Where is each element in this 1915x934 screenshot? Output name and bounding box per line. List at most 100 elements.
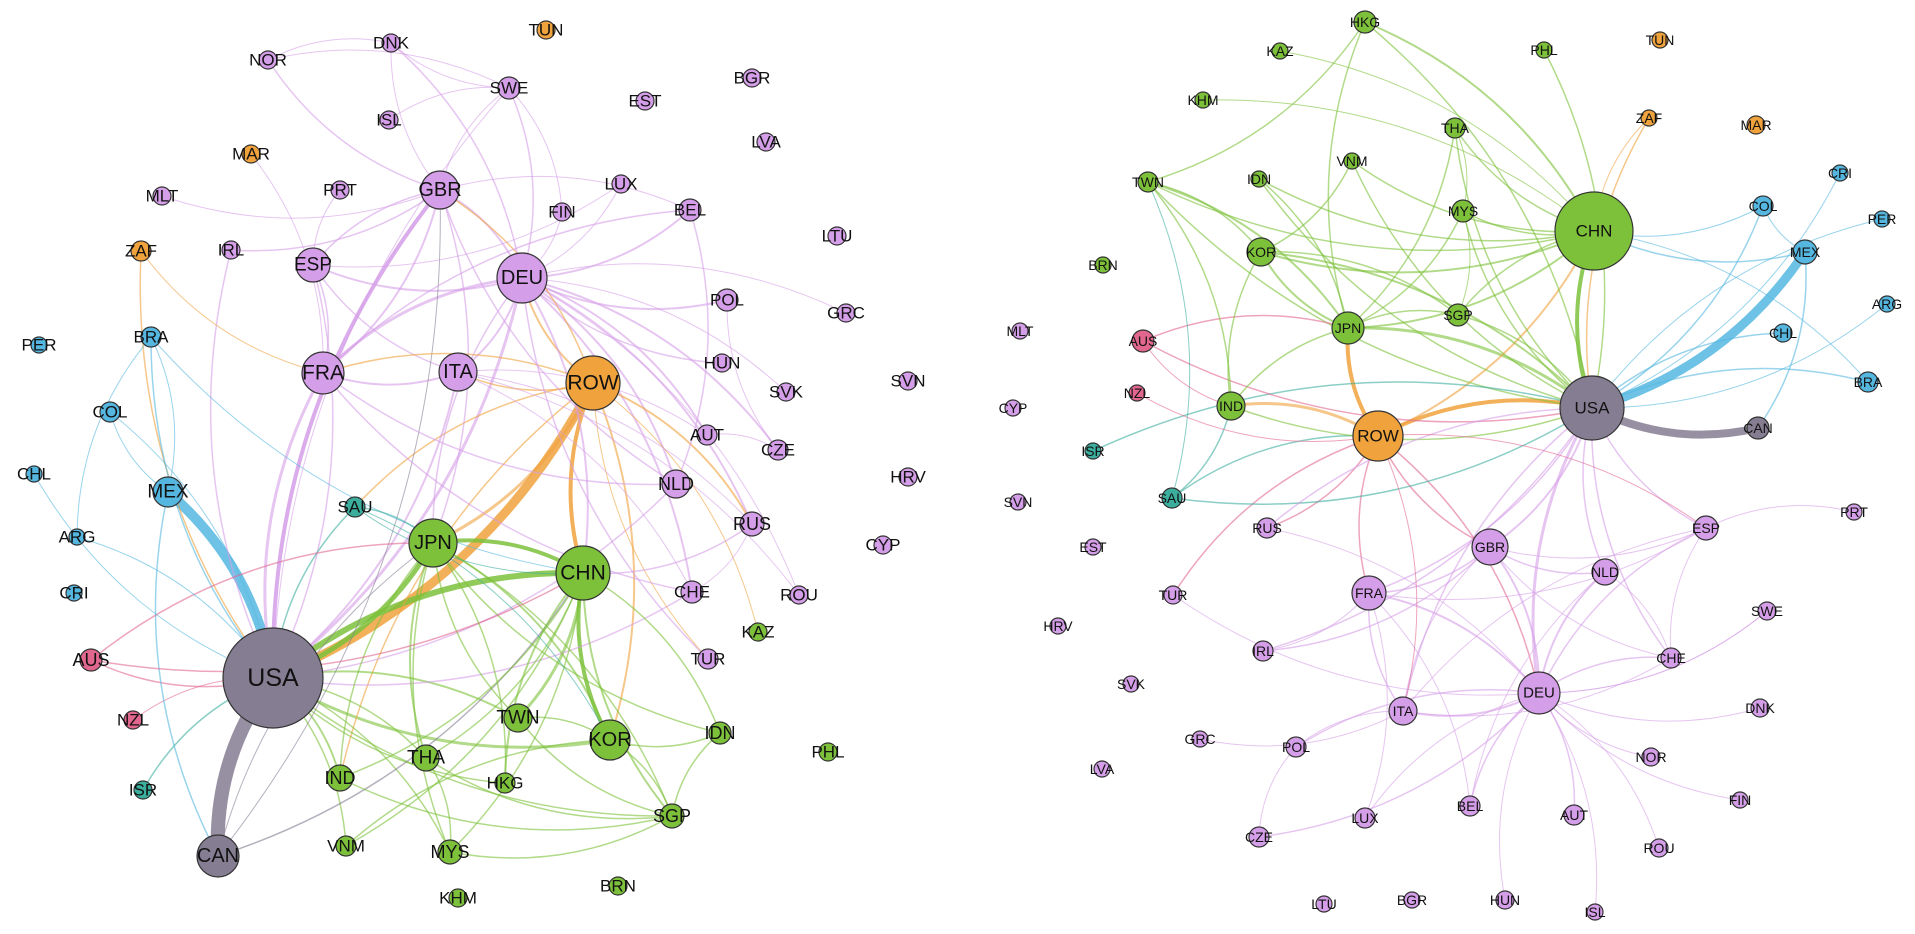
node-mar[interactable]: MAR: [1740, 115, 1772, 135]
node-usa[interactable]: USA: [222, 627, 324, 729]
node-tur[interactable]: TUR: [1159, 585, 1188, 605]
node-twn[interactable]: TWN: [496, 703, 540, 733]
node-fin[interactable]: FIN: [548, 202, 576, 222]
node-aut[interactable]: AUT: [1560, 804, 1588, 826]
node-idn[interactable]: IDN: [705, 721, 736, 745]
node-zaf[interactable]: ZAF: [1636, 109, 1662, 127]
node-irl[interactable]: IRL: [218, 240, 244, 260]
node-lux[interactable]: LUX: [1351, 807, 1379, 829]
node-mar[interactable]: MAR: [232, 144, 270, 164]
node-hun[interactable]: HUN: [704, 353, 741, 373]
node-vnm[interactable]: VNM: [1336, 152, 1368, 170]
node-per[interactable]: PER: [22, 336, 57, 355]
node-jpn[interactable]: JPN: [1331, 311, 1365, 345]
node-phl[interactable]: PHL: [1530, 41, 1558, 59]
node-fra[interactable]: FRA: [1351, 575, 1387, 611]
node-fra[interactable]: FRA: [301, 351, 345, 395]
node-ita[interactable]: ITA: [438, 352, 478, 392]
node-kor[interactable]: KOR: [588, 719, 632, 761]
node-aut[interactable]: AUT: [690, 424, 724, 446]
node-rus[interactable]: RUS: [1252, 517, 1282, 539]
node-bra[interactable]: BRA: [1854, 371, 1883, 393]
node-che[interactable]: CHE: [674, 580, 710, 604]
node-aus[interactable]: AUS: [1129, 329, 1158, 353]
node-chl[interactable]: CHL: [1769, 323, 1797, 343]
node-pol[interactable]: POL: [710, 288, 744, 312]
node-fin[interactable]: FIN: [1729, 791, 1752, 809]
node-lva[interactable]: LVA: [1090, 760, 1115, 778]
node-cri[interactable]: CRI: [59, 584, 88, 603]
node-swe[interactable]: SWE: [1751, 601, 1783, 621]
node-prt[interactable]: PRT: [1840, 503, 1868, 521]
node-nzl[interactable]: NZL: [1124, 384, 1151, 402]
node-cze[interactable]: CZE: [761, 439, 795, 461]
node-lva[interactable]: LVA: [751, 132, 781, 152]
node-usa[interactable]: USA: [1559, 375, 1625, 441]
node-kaz[interactable]: KAZ: [1266, 42, 1294, 60]
node-tur[interactable]: TUR: [691, 648, 726, 670]
node-svk[interactable]: SVK: [1117, 675, 1146, 693]
node-ltu[interactable]: LTU: [1311, 895, 1337, 913]
node-mex[interactable]: MEX: [1790, 239, 1821, 265]
node-cze[interactable]: CZE: [1245, 826, 1273, 848]
node-rou[interactable]: ROU: [1643, 838, 1675, 858]
node-grc[interactable]: GRC: [827, 303, 865, 323]
node-nor[interactable]: NOR: [1635, 747, 1667, 767]
node-dnk[interactable]: DNK: [373, 33, 410, 53]
node-bgr[interactable]: BGR: [1397, 891, 1427, 909]
node-ita[interactable]: ITA: [1388, 696, 1418, 726]
node-jpn[interactable]: JPN: [408, 518, 458, 568]
node-mys[interactable]: MYS: [1448, 199, 1478, 223]
node-nor[interactable]: NOR: [249, 50, 287, 70]
node-prt[interactable]: PRT: [323, 180, 357, 200]
node-aus[interactable]: AUS: [72, 648, 110, 672]
node-zaf[interactable]: ZAF: [125, 240, 157, 262]
node-pol[interactable]: POL: [1282, 736, 1310, 758]
node-can[interactable]: CAN: [1743, 416, 1773, 440]
node-kaz[interactable]: KAZ: [741, 622, 775, 642]
node-chl[interactable]: CHL: [17, 465, 51, 484]
node-chn[interactable]: CHN: [555, 545, 611, 601]
node-bel[interactable]: BEL: [1457, 795, 1484, 817]
node-rou[interactable]: ROU: [780, 585, 818, 605]
node-sgp[interactable]: SGP: [653, 803, 691, 829]
node-irl[interactable]: IRL: [1252, 640, 1274, 662]
node-isl[interactable]: ISL: [376, 110, 402, 130]
node-row[interactable]: ROW: [1352, 410, 1404, 462]
node-bgr[interactable]: BGR: [734, 68, 771, 88]
node-nld[interactable]: NLD: [658, 469, 694, 499]
node-tha[interactable]: THA: [407, 744, 445, 772]
node-hrv[interactable]: HRV: [1043, 617, 1073, 635]
node-hkg[interactable]: HKG: [1350, 10, 1380, 34]
node-nld[interactable]: NLD: [1591, 558, 1619, 586]
node-kor[interactable]: KOR: [1246, 237, 1276, 267]
node-dnk[interactable]: DNK: [1745, 698, 1775, 718]
node-grc[interactable]: GRC: [1184, 730, 1216, 748]
node-ltu[interactable]: LTU: [822, 226, 853, 246]
node-mys[interactable]: MYS: [430, 839, 470, 865]
node-ind[interactable]: IND: [1216, 391, 1246, 421]
node-nzl[interactable]: NZL: [117, 710, 149, 730]
node-hkg[interactable]: HKG: [487, 772, 524, 794]
node-brn[interactable]: BRN: [1088, 256, 1118, 274]
node-col[interactable]: COL: [93, 401, 128, 423]
node-svn[interactable]: SVN: [1004, 493, 1033, 511]
node-phl[interactable]: PHL: [811, 742, 845, 762]
node-mlt[interactable]: MLT: [1007, 322, 1034, 340]
node-isr[interactable]: ISR: [129, 780, 157, 800]
node-deu[interactable]: DEU: [496, 252, 548, 304]
node-svn[interactable]: SVN: [891, 371, 926, 391]
node-col[interactable]: COL: [1749, 195, 1778, 217]
node-isr[interactable]: ISR: [1081, 442, 1105, 460]
node-row[interactable]: ROW: [565, 355, 621, 411]
node-can[interactable]: CAN: [196, 834, 240, 878]
node-brn[interactable]: BRN: [600, 876, 636, 896]
node-rus[interactable]: RUS: [733, 511, 771, 537]
node-esp[interactable]: ESP: [1692, 515, 1720, 541]
node-khm[interactable]: KHM: [439, 888, 477, 908]
node-sau[interactable]: SAU: [1158, 487, 1187, 509]
node-tun[interactable]: TUN: [529, 20, 564, 40]
node-cyp[interactable]: CYP: [866, 535, 901, 555]
node-bel[interactable]: BEL: [674, 198, 706, 222]
node-chn[interactable]: CHN: [1554, 191, 1634, 271]
